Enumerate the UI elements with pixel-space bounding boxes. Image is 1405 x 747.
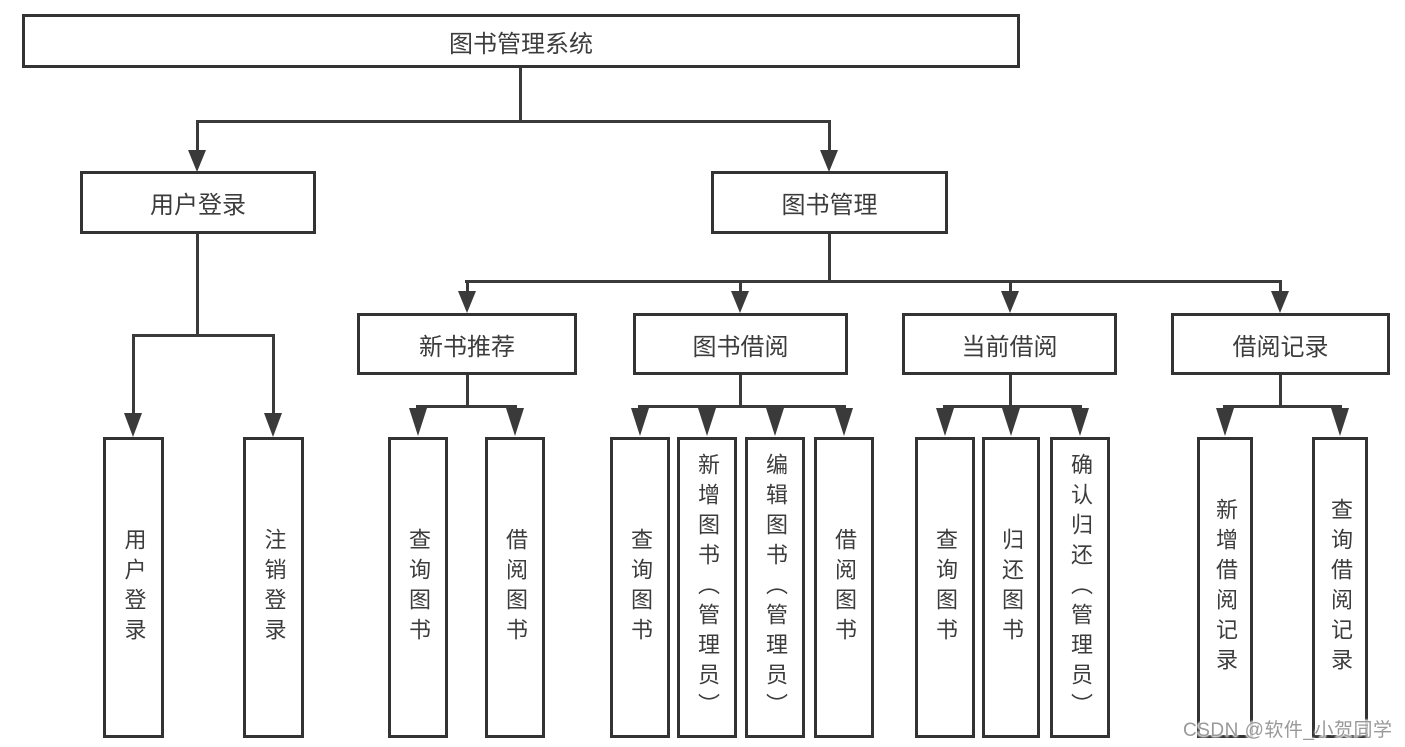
arrowhead-icon — [124, 413, 142, 437]
arrowhead-icon — [698, 408, 716, 436]
connector-line — [465, 280, 1282, 283]
node-current-borrowing: 当前借阅 — [902, 313, 1117, 375]
connector-line — [638, 405, 846, 408]
leaf-edit-books-admin: 编辑图书（管理员） — [745, 437, 805, 738]
leaf-add-borrow-record: 新增借阅记录 — [1197, 437, 1253, 738]
node-library-management-system: 图书管理系统 — [22, 14, 1020, 68]
connector-line — [196, 234, 199, 337]
leaf-borrow-books-recommend: 借阅图书 — [485, 437, 545, 738]
connector-line — [1279, 375, 1282, 408]
connector-line — [1279, 282, 1282, 294]
connector-line — [416, 405, 517, 408]
leaf-query-books-recommend: 查询图书 — [388, 437, 448, 738]
leaf-confirm-return-admin: 确认归还（管理员） — [1050, 437, 1110, 738]
arrowhead-icon — [1271, 291, 1289, 313]
leaf-query-books-borrowing: 查询图书 — [610, 437, 670, 738]
node-new-book-recommendation: 新书推荐 — [357, 313, 577, 375]
leaf-borrow-books: 借阅图书 — [814, 437, 874, 738]
connector-line — [132, 336, 135, 414]
leaf-query-books-current: 查询图书 — [915, 437, 975, 738]
arrowhead-icon — [506, 408, 524, 436]
connector-line — [943, 405, 1082, 408]
connector-line — [739, 375, 742, 408]
arrowhead-icon — [731, 291, 749, 313]
connector-line — [828, 121, 831, 151]
leaf-return-books: 归还图书 — [982, 437, 1040, 738]
connector-line — [466, 375, 469, 408]
arrowhead-icon — [766, 408, 784, 436]
connector-line — [519, 68, 522, 123]
connector-line — [196, 120, 831, 123]
arrowhead-icon — [1216, 408, 1234, 436]
arrowhead-icon — [409, 408, 427, 436]
arrowhead-icon — [264, 413, 282, 437]
arrowhead-icon — [458, 291, 476, 313]
arrowhead-icon — [631, 408, 649, 436]
connector-line — [272, 336, 275, 414]
leaf-add-books-admin: 新增图书（管理员） — [677, 437, 737, 738]
connector-line — [196, 121, 199, 151]
arrowhead-icon — [188, 150, 206, 172]
connector-line — [466, 282, 469, 294]
csdn-watermark: CSDN @软件_小贺同学 — [1183, 720, 1393, 741]
connector-line — [1223, 405, 1342, 408]
arrowhead-icon — [1002, 408, 1020, 436]
connector-line — [1009, 375, 1012, 408]
arrowhead-icon — [820, 150, 838, 172]
arrowhead-icon — [835, 408, 853, 436]
connector-line — [828, 234, 831, 283]
arrowhead-icon — [1331, 408, 1349, 436]
leaf-query-borrow-record: 查询借阅记录 — [1312, 437, 1368, 738]
arrowhead-icon — [1071, 408, 1089, 436]
leaf-logout: 注销登录 — [243, 437, 304, 738]
arrowhead-icon — [936, 408, 954, 436]
node-borrowing-records: 借阅记录 — [1171, 313, 1390, 375]
connector-line — [1009, 282, 1012, 294]
node-book-management: 图书管理 — [711, 171, 948, 234]
node-book-borrowing: 图书借阅 — [633, 313, 848, 375]
node-user-login: 用户登录 — [80, 171, 316, 234]
leaf-user-login: 用户登录 — [103, 437, 164, 738]
connector-line — [132, 334, 275, 337]
connector-line — [739, 282, 742, 294]
arrowhead-icon — [1001, 291, 1019, 313]
